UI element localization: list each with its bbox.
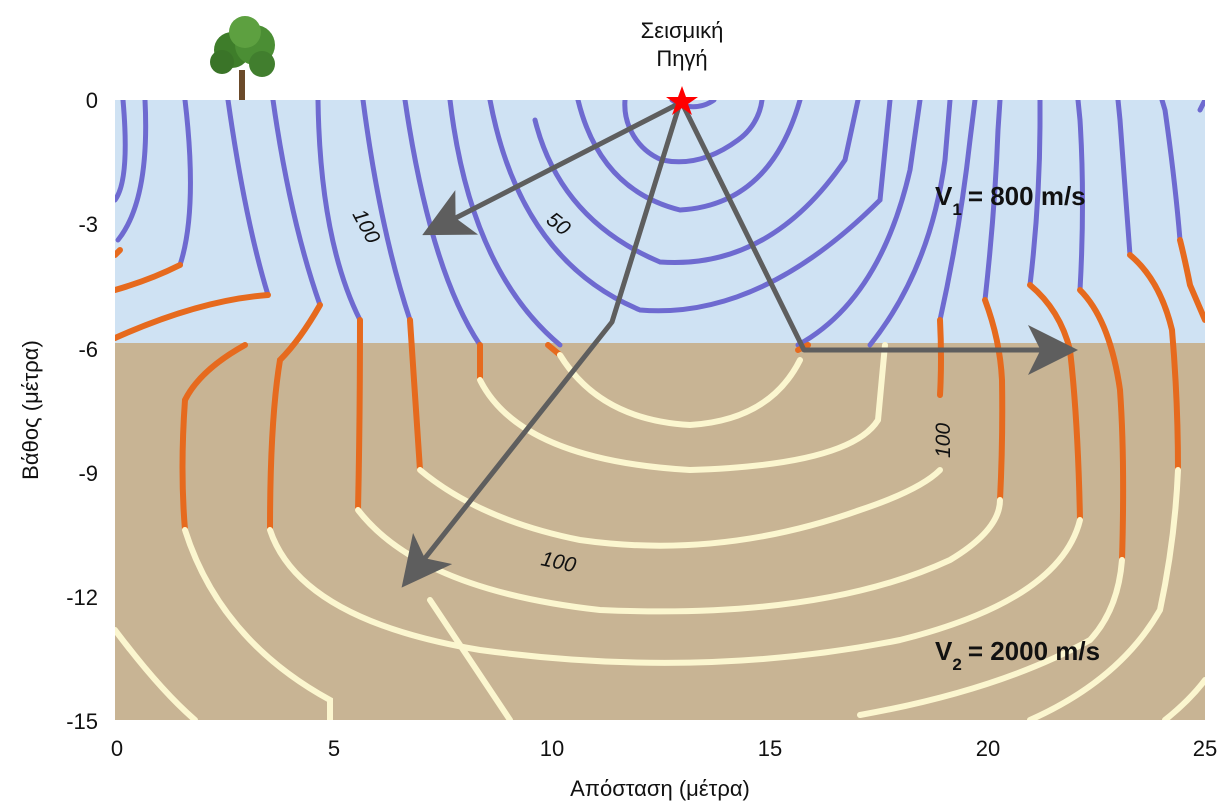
x-tick: 5 — [328, 736, 340, 761]
y-axis-ticks: 0 -3 -6 -9 -12 -15 — [66, 88, 98, 734]
x-axis-ticks: 0 5 10 15 20 25 — [111, 736, 1217, 761]
upper-wavefronts — [115, 100, 1205, 348]
ray-paths — [401, 100, 1078, 588]
y-tick: 0 — [86, 88, 98, 113]
tree-icon — [210, 16, 275, 100]
source-label-line2: Πηγή — [656, 46, 707, 71]
x-tick: 20 — [976, 736, 1000, 761]
contour-label-100-right: 100 — [932, 423, 955, 458]
y-tick: -15 — [66, 709, 98, 734]
x-tick: 15 — [758, 736, 782, 761]
y-tick: -12 — [66, 585, 98, 610]
source-label-line1: Σεισμική — [641, 18, 724, 43]
x-tick: 10 — [540, 736, 564, 761]
y-tick: -6 — [78, 337, 98, 362]
x-tick: 0 — [111, 736, 123, 761]
lower-layer — [115, 343, 1205, 720]
x-tick: 25 — [1193, 736, 1217, 761]
y-tick: -9 — [78, 461, 98, 486]
y-axis-label: Βάθος (μέτρα) — [18, 340, 43, 480]
seismic-source-star-icon — [666, 86, 698, 115]
x-axis-label: Απόσταση (μέτρα) — [570, 776, 750, 801]
y-tick: -3 — [78, 212, 98, 237]
